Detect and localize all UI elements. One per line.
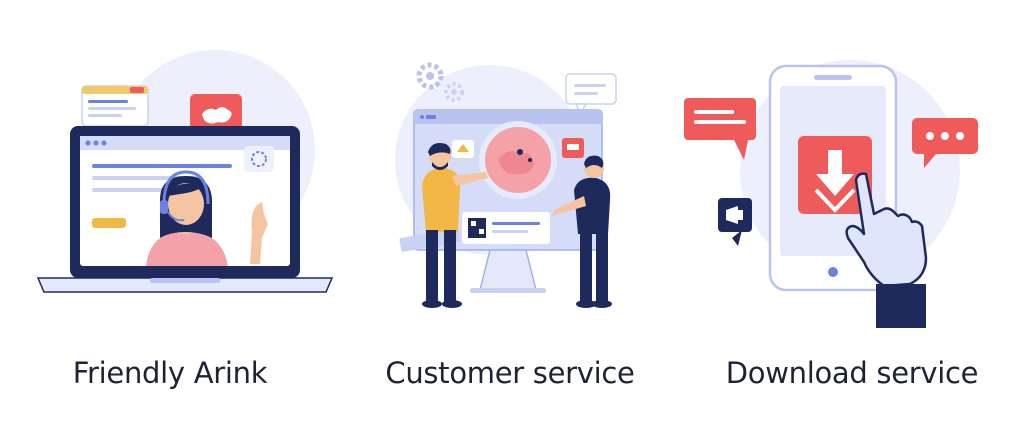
download-icon — [798, 136, 872, 214]
gear-icon — [416, 62, 464, 102]
presenter-people-icon — [399, 143, 612, 308]
notification-card-icon — [81, 85, 149, 127]
laptop-video-call-illustration — [36, 50, 334, 293]
pointing-hand-icon — [845, 172, 928, 328]
panel-caption: Customer service — [385, 356, 635, 390]
panel-download-service: Download service — [680, 0, 1024, 438]
megaphone-icon — [718, 198, 752, 246]
chat-bubble-icon — [565, 73, 617, 116]
panel-caption: Download service — [725, 356, 979, 390]
headset-agent-icon — [146, 170, 268, 266]
panel-friendly-arink: Friendly Arink — [0, 0, 340, 438]
panel-customer-service: Customer service — [340, 0, 680, 438]
download-service-illustration — [684, 60, 978, 328]
chat-bubble-icon — [912, 118, 978, 168]
chat-bubble-icon — [684, 98, 756, 160]
panel-caption: Friendly Arink — [72, 356, 268, 390]
customer-service-illustration — [395, 62, 617, 308]
